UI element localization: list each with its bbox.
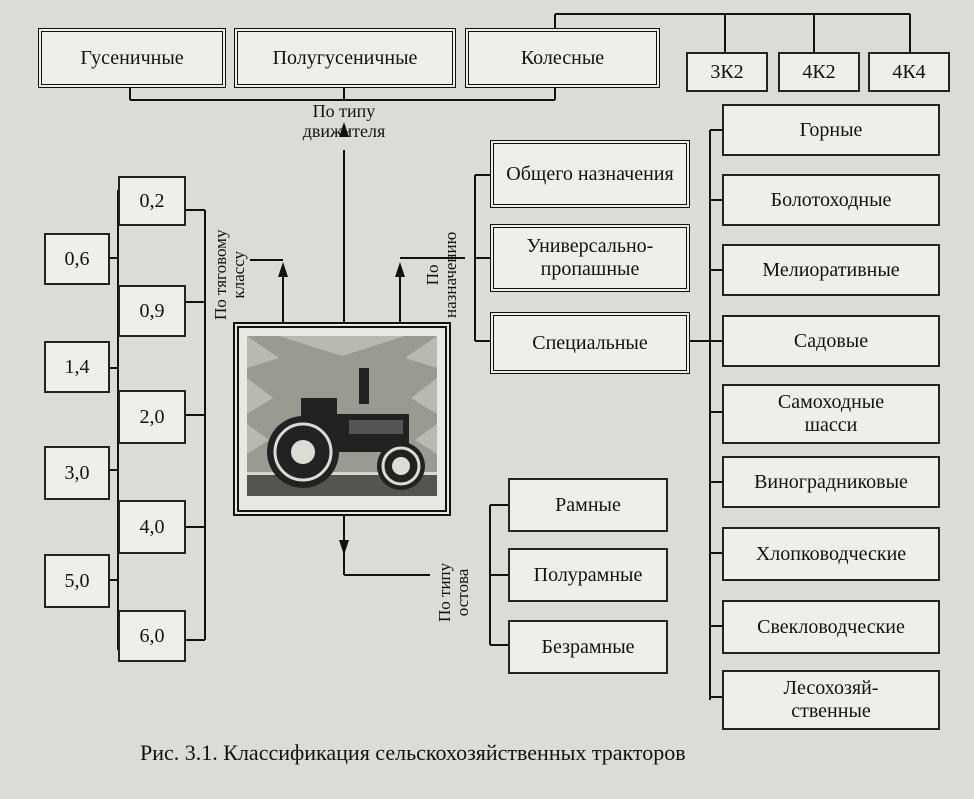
frame-type-label: По типу остова: [435, 562, 472, 622]
traction-class-2-0: 2,0: [118, 390, 186, 444]
traction-class-3-0: 3,0: [44, 446, 110, 500]
general-purpose-box: Общего назначения: [490, 140, 690, 208]
semi-framed-box: Полурамные: [508, 548, 668, 602]
tractor-picture: [233, 322, 451, 516]
traction-class-1-4: 1,4: [44, 341, 110, 393]
traction-class-5-0: 5,0: [44, 554, 110, 608]
propulsion-type-label: По типу движителя: [302, 101, 386, 141]
figure-caption: Рис. 3.1. Классификация сельскохозяйстве…: [140, 740, 686, 765]
wheel-formula-3k2: 3К2: [686, 52, 768, 92]
special-type-beet: Свекловодческие: [722, 600, 940, 654]
special-type-reclamation: Мелиоративные: [722, 244, 940, 296]
half-tracked-box: Полугусеничные: [234, 28, 456, 88]
special-type-forestry: Лесохозяй-ственные: [722, 670, 940, 730]
wheeled-label: Колесные: [520, 46, 605, 69]
wheel-formula-4k4: 4К4: [868, 52, 950, 92]
special-type-garden: Садовые: [722, 315, 940, 367]
special-box: Специальные: [490, 312, 690, 374]
wheel-formula-4k2: 4К2: [778, 52, 860, 92]
traction-class-0-6: 0,6: [44, 233, 110, 285]
framed-box: Рамные: [508, 478, 668, 532]
universal-row-crop-box: Универсально-пропашные: [490, 224, 690, 292]
frameless-box: Безрамные: [508, 620, 668, 674]
special-type-vineyard: Виноградниковые: [722, 456, 940, 508]
traction-class-0-2: 0,2: [118, 176, 186, 226]
traction-class-6-0: 6,0: [118, 610, 186, 662]
tracked-box: Гусеничные: [38, 28, 226, 88]
half-tracked-label: Полугусеничные: [272, 46, 418, 69]
traction-class-label: По тяговому классу: [211, 229, 248, 320]
special-type-swamp: Болотоходные: [722, 174, 940, 226]
tracked-label: Гусеничные: [80, 46, 184, 69]
special-type-self-propelled-chassis: Самоходные шасси: [722, 384, 940, 444]
tractor-icon: [247, 336, 437, 496]
special-type-cotton: Хлопководческие: [722, 527, 940, 581]
purpose-label: По назначению: [423, 231, 460, 318]
traction-class-0-9: 0,9: [118, 285, 186, 337]
special-type-mountain: Горные: [722, 104, 940, 156]
wheeled-box: Колесные: [465, 28, 660, 88]
traction-class-4-0: 4,0: [118, 500, 186, 554]
